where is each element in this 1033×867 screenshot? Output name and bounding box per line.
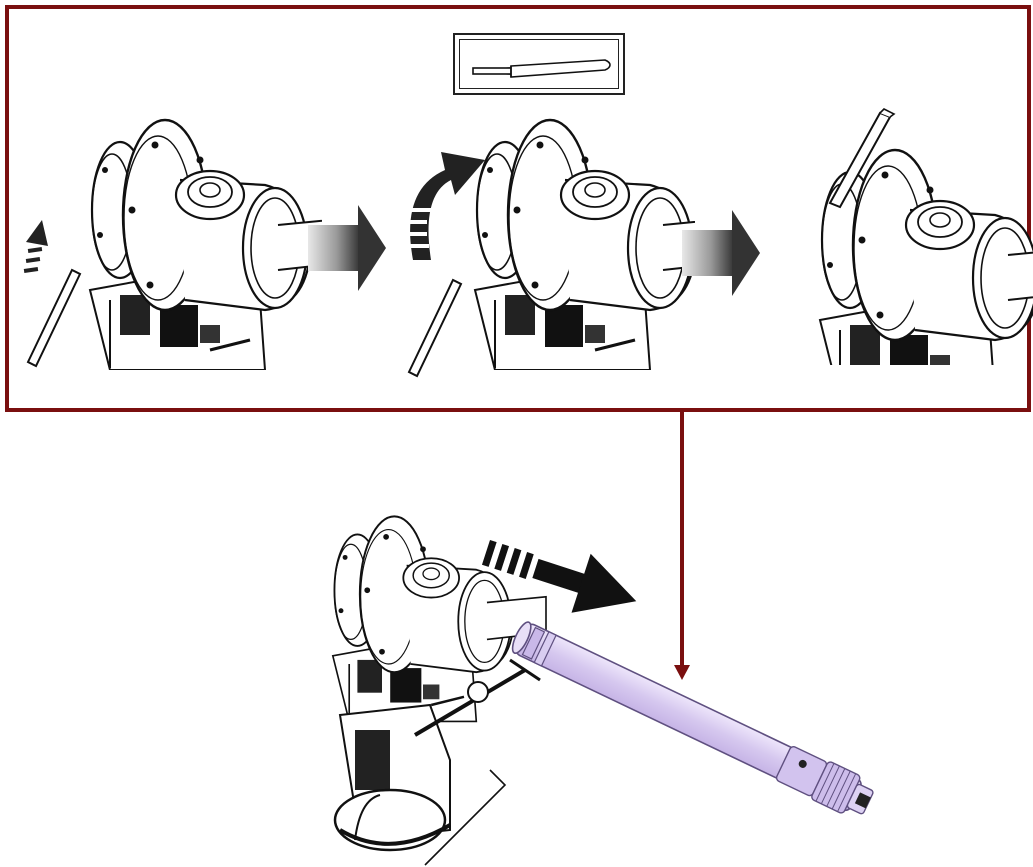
step-arrow-1-icon xyxy=(308,205,386,291)
pin-insert-arrow-icon xyxy=(24,220,48,273)
rotate-arrow-icon xyxy=(407,152,485,260)
step-1-illustration xyxy=(24,120,350,370)
connector-line xyxy=(674,408,690,680)
step-3-illustration xyxy=(820,109,1033,400)
inserted-pin xyxy=(28,270,80,366)
spindle-shaft xyxy=(507,616,877,822)
